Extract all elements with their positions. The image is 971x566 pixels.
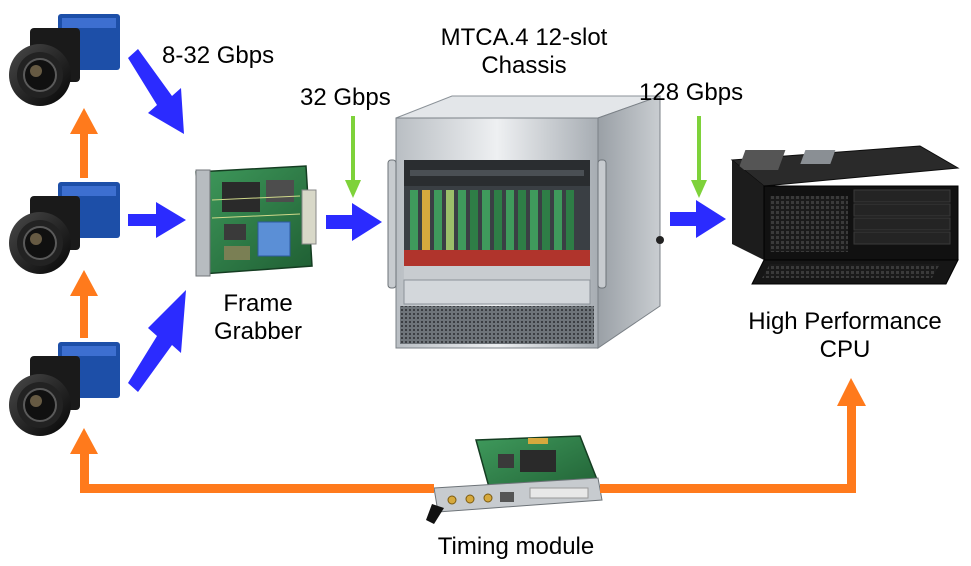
camera-bottom	[9, 342, 120, 436]
camera-top	[9, 14, 120, 106]
camera-icon	[9, 182, 120, 274]
frame-grabber-label: Frame Grabber	[190, 290, 326, 346]
frame-grabber-label-line2: Grabber	[213, 318, 303, 345]
camera-icon	[9, 14, 120, 106]
data-arrow-cam3-to-grabber	[128, 290, 186, 392]
mtca-chassis-icon	[387, 95, 664, 349]
rate-label-cameras: 8-32 Gbps	[162, 42, 275, 69]
input-arrow-128gbps	[691, 116, 707, 198]
timing-module-label: Timing module	[437, 533, 595, 560]
chassis-title: MTCA.4 12-slot Chassis	[424, 24, 624, 80]
camera-icon	[9, 342, 120, 436]
server-cpu-icon	[730, 145, 960, 285]
rate-label-chassis-input: 32 Gbps	[300, 84, 391, 111]
timing-module-board-icon	[426, 435, 603, 524]
sync-arrow-cam2-to-cam1	[70, 108, 98, 178]
cpu-server	[730, 145, 960, 285]
data-arrow-cam1-to-grabber	[128, 49, 184, 134]
frame-grabber-board-icon	[195, 165, 317, 277]
frame-grabber-label-line1: Frame	[223, 290, 293, 317]
camera-middle	[9, 182, 120, 274]
sync-line-timing-to-cpu	[600, 378, 866, 493]
data-arrow-grabber-to-chassis	[326, 203, 382, 241]
frame-grabber-board	[195, 165, 317, 277]
rate-label-cpu: 128 Gbps	[639, 79, 744, 106]
data-arrow-chassis-to-cpu	[670, 200, 726, 238]
cpu-label-line2: CPU	[819, 336, 871, 363]
chassis-title-line1: MTCA.4 12-slot	[440, 24, 608, 51]
sync-arrow-cam3-to-cam2	[70, 270, 98, 338]
data-arrow-cam2-to-grabber	[128, 202, 186, 238]
sync-line-timing-to-cameras	[70, 428, 434, 493]
cpu-label-line1: High Performance	[748, 308, 942, 335]
timing-module	[426, 435, 603, 524]
cpu-label: High Performance CPU	[730, 308, 960, 364]
mtca-chassis	[387, 95, 664, 349]
input-arrow-32gbps	[345, 116, 361, 198]
chassis-title-line2: Chassis	[481, 52, 567, 79]
